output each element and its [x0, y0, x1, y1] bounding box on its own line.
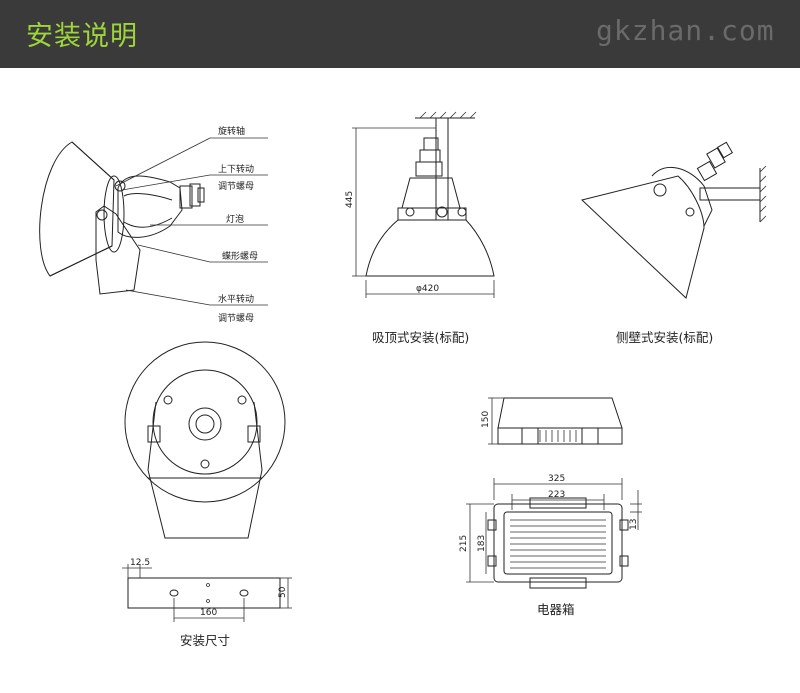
callout-adjusting-nut-2: 调节螺母	[218, 313, 254, 324]
dim-box-depth: 215	[459, 535, 469, 552]
dim-box-height: 150	[481, 411, 491, 428]
callout-wing-nut: 蝶形螺母	[222, 250, 258, 262]
dim-box-inner-width: 223	[548, 490, 565, 500]
dim-slot: 12.5	[130, 558, 150, 568]
callout-vertical-rotation: 上下转动	[218, 163, 254, 175]
front-view-fixture	[124, 341, 286, 539]
watermark: gkzhan.com	[596, 14, 775, 47]
dim-box-edge: 13	[629, 519, 639, 530]
callout-horizontal-rotation: 水平转动	[218, 293, 254, 305]
page-title: 安装说明	[26, 21, 138, 52]
dim-mount-width: 160	[200, 608, 217, 618]
dim-height: 445	[345, 191, 355, 208]
callout-adjusting-nut-1: 调节螺母	[218, 181, 254, 192]
caption-mount-size: 安装尺寸	[180, 633, 230, 648]
ceiling-mount-fixture	[352, 111, 495, 298]
dim-box-inner-depth: 183	[477, 535, 487, 552]
side-view-fixture	[39, 137, 268, 306]
wall-mount-fixture	[580, 141, 767, 299]
caption-ceiling-mount: 吸顶式安装(标配)	[372, 330, 469, 345]
electrical-box-top	[466, 478, 642, 589]
dim-diameter: φ420	[416, 284, 439, 294]
caption-electrical-box: 电器箱	[537, 602, 575, 617]
caption-wall-mount: 侧壁式安装(标配)	[616, 330, 713, 345]
header-bar: 安装说明 gkzhan.com	[0, 0, 800, 68]
callout-rotating-shaft: 旋转轴	[218, 125, 245, 137]
callout-bulb: 灯泡	[226, 213, 244, 225]
electrical-box-side	[488, 397, 623, 445]
dim-box-width: 325	[548, 474, 565, 484]
mounting-plate	[122, 564, 292, 622]
dim-mount-height: 50	[278, 586, 288, 598]
